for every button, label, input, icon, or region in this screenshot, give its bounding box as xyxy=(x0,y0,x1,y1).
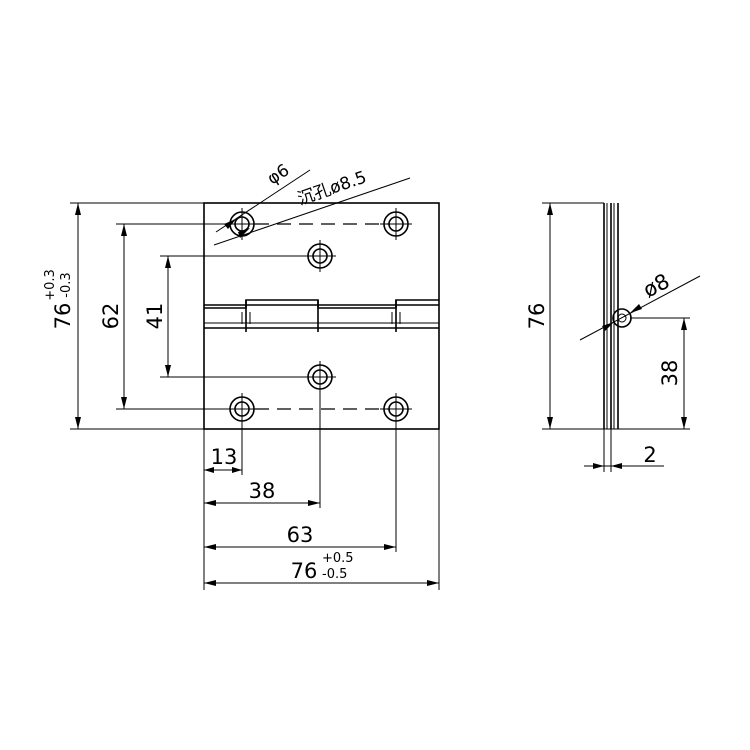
width-tol-minus-label: -0.5 xyxy=(322,567,347,582)
width-nominal-label: 76 xyxy=(291,559,318,583)
dimension-63 xyxy=(204,544,396,550)
dimension-41 xyxy=(165,256,171,377)
side-extension-lines xyxy=(542,202,690,472)
dimension-width-76 xyxy=(204,580,439,586)
width-tol-plus-label: +0.5 xyxy=(322,551,354,566)
height-tol-plus-label: +0.3 xyxy=(43,269,58,301)
side-dimension-76 xyxy=(547,203,553,429)
side-profile xyxy=(603,203,619,429)
screw-hole-upper-center xyxy=(304,240,336,272)
hinge-plate xyxy=(203,202,440,430)
dimension-62 xyxy=(121,224,127,409)
screw-hole-lower-center xyxy=(304,361,336,393)
side-dimension-2 xyxy=(584,463,664,469)
edge-to-hole-label: 13 xyxy=(211,445,238,469)
extension-lines-left xyxy=(70,202,308,430)
extension-lines-bottom xyxy=(203,389,440,590)
screw-hole-bottom-right xyxy=(380,393,412,425)
side-thickness-label: 2 xyxy=(643,443,656,467)
screw-hole-top-right xyxy=(380,208,412,240)
dimension-13 xyxy=(204,467,242,473)
side-view: 76 38 2 ø8 xyxy=(525,202,701,472)
side-height-label: 76 xyxy=(525,303,549,330)
front-view: 76 +0.3 -0.3 62 41 13 xyxy=(43,160,440,590)
inner-hole-spacing-label: 41 xyxy=(143,303,167,330)
hole-diameter-label: φ6 xyxy=(264,160,293,189)
hole-leader-lines xyxy=(213,169,411,246)
knuckle-leader xyxy=(579,275,701,341)
dimension-height-76 xyxy=(75,203,81,429)
edge-to-center-hole-label: 38 xyxy=(249,479,276,503)
dimension-38 xyxy=(204,500,320,506)
screw-hole-bottom-left xyxy=(226,393,258,425)
hinge-knuckles xyxy=(204,299,439,332)
knuckle-diameter-label: ø8 xyxy=(639,269,673,302)
edge-to-far-hole-label: 63 xyxy=(287,523,314,547)
height-tol-minus-label: -0.3 xyxy=(59,272,74,297)
side-dimension-38 xyxy=(681,318,687,429)
side-knuckle-height-label: 38 xyxy=(658,360,682,387)
height-nominal-label: 76 xyxy=(51,303,75,330)
outer-hole-spacing-label: 62 xyxy=(99,303,123,330)
